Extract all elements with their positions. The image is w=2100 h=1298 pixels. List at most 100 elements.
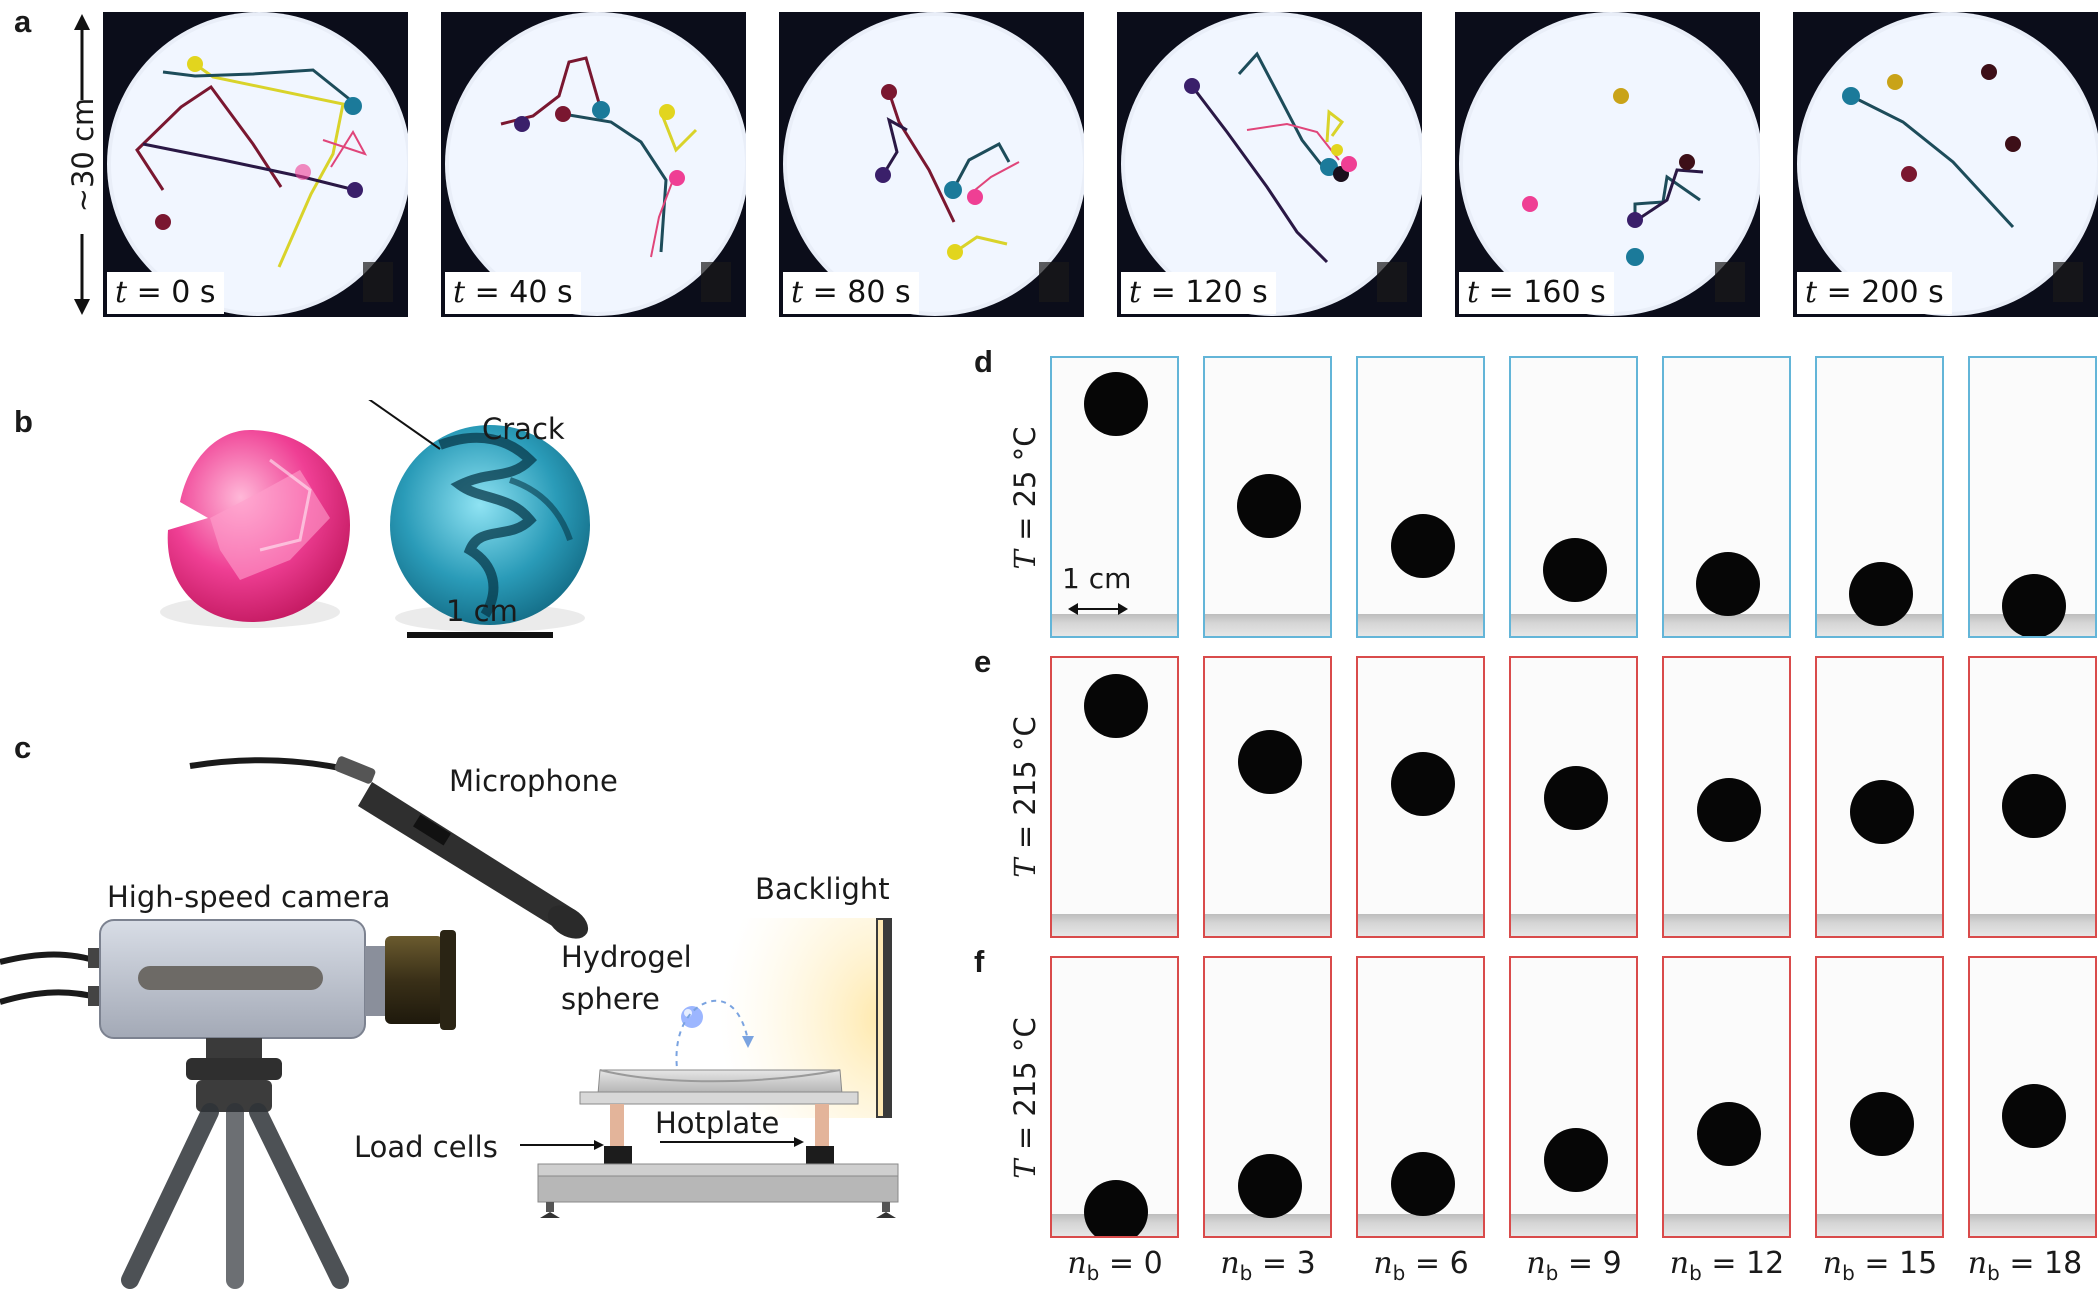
bounce-frame-d-15 xyxy=(1815,356,1944,638)
microphone-icon xyxy=(189,756,589,939)
bounce-frame-d-18 xyxy=(1968,356,2097,638)
microphone-label: Microphone xyxy=(449,764,618,798)
sphere xyxy=(881,84,897,100)
tracking-frame-5: t = 160 s xyxy=(1455,12,1760,317)
trajectory xyxy=(142,142,356,192)
scale-arrow-d xyxy=(1068,603,1128,615)
bounce-count-label: nb = 12 xyxy=(1669,1246,1785,1285)
panel-label-b: b xyxy=(14,404,33,439)
bounce-frame-f-3 xyxy=(1203,956,1332,1238)
hydrogel-sphere-icon xyxy=(675,999,754,1077)
crack-label: Crack xyxy=(482,412,565,446)
trajectory xyxy=(135,84,283,191)
bounce-frame-f-0 xyxy=(1050,956,1179,1238)
crack-pointer xyxy=(368,400,441,450)
dish-image xyxy=(1459,12,1760,316)
tracking-frame-4: t = 120 s xyxy=(1117,12,1422,317)
scale-label-1cm: 1 cm xyxy=(446,594,518,628)
load-cells-label: Load cells xyxy=(354,1130,498,1164)
panel-label-c: c xyxy=(14,730,32,765)
trajectory xyxy=(951,141,1011,191)
bounce-frame-f-9 xyxy=(1509,956,1638,1238)
bounce-frame-f-15 xyxy=(1815,956,1944,1238)
bounce-frame-e-15 xyxy=(1815,656,1944,938)
tracking-frame-2: t = 40 s xyxy=(441,12,746,317)
sphere xyxy=(592,101,610,119)
sphere xyxy=(1679,154,1695,170)
scale-label-30cm: ~30 cm xyxy=(66,97,100,213)
bounce-frame-d-9 xyxy=(1509,356,1638,638)
high-speed-camera-icon xyxy=(0,919,456,1289)
dish-image xyxy=(783,12,1084,316)
row-label-f: T = 215 °C xyxy=(1008,1017,1042,1179)
load-cell-arrows xyxy=(520,1137,804,1150)
trajectory xyxy=(1190,85,1329,264)
trajectory xyxy=(162,68,354,104)
sphere xyxy=(659,104,675,120)
bounce-frame-d-6 xyxy=(1356,356,1485,638)
sphere xyxy=(155,214,171,230)
trajectory xyxy=(659,111,698,153)
bounce-frame-d-3 xyxy=(1203,356,1332,638)
bounce-count-label: nb = 0 xyxy=(1067,1246,1163,1285)
sphere xyxy=(947,244,963,260)
tracking-frame-6: t = 200 s xyxy=(1793,12,2098,317)
camera-label: High-speed camera xyxy=(107,880,391,914)
cyan-sphere xyxy=(390,425,590,625)
panel-label-a: a xyxy=(14,4,32,39)
backlight-label: Backlight xyxy=(755,872,890,906)
panel-label-d: d xyxy=(974,344,993,379)
sphere xyxy=(1626,248,1644,266)
row-label-d: T = 25 °C xyxy=(1008,426,1042,570)
sphere xyxy=(875,167,891,183)
trajectory xyxy=(500,56,603,126)
cracked-hydrogel-spheres xyxy=(160,400,590,632)
sphere xyxy=(1341,156,1357,172)
trajectory xyxy=(954,235,1008,254)
trajectory xyxy=(887,91,956,223)
sphere xyxy=(669,170,685,186)
time-label: t = 120 s xyxy=(1121,272,1276,314)
sphere xyxy=(1613,88,1629,104)
trajectory xyxy=(1246,122,1340,161)
sphere xyxy=(1627,212,1643,228)
sphere xyxy=(295,164,311,180)
sphere xyxy=(1842,87,1860,105)
tracking-frame-3: t = 80 s xyxy=(779,12,1084,317)
sphere xyxy=(555,106,571,122)
time-label: t = 160 s xyxy=(1459,272,1614,314)
sphere xyxy=(1331,144,1343,156)
bounce-count-label: nb = 6 xyxy=(1373,1246,1469,1285)
trajectory xyxy=(974,161,1020,191)
scale-label-d: 1 cm xyxy=(1062,562,1132,595)
panel-label-f: f xyxy=(974,944,985,979)
scale-arrow-30cm xyxy=(74,14,90,315)
bounce-frame-d-0 xyxy=(1050,356,1179,638)
panel-label-e: e xyxy=(974,644,992,679)
trajectory xyxy=(322,130,368,168)
trajectory xyxy=(1237,51,1329,173)
time-label: t = 80 s xyxy=(783,272,919,314)
row-label-e: T = 215 °C xyxy=(1008,716,1042,878)
experimental-setup-illustration xyxy=(0,756,899,1289)
trajectory xyxy=(650,179,674,258)
tracking-frame-1: t = 0 s xyxy=(103,12,408,317)
bounce-frame-f-18 xyxy=(1968,956,2097,1238)
sphere xyxy=(514,116,530,132)
time-label: t = 40 s xyxy=(445,272,581,314)
trajectory xyxy=(1636,168,1704,222)
bounce-frame-e-9 xyxy=(1509,656,1638,938)
sphere xyxy=(347,182,363,198)
sphere xyxy=(1522,196,1538,212)
hotplate-label: Hotplate xyxy=(655,1106,780,1140)
dish-image xyxy=(1797,12,2098,316)
sphere xyxy=(1184,78,1200,94)
bounce-frame-f-6 xyxy=(1356,956,1485,1238)
sphere xyxy=(1887,74,1903,90)
hotplate-stage-icon xyxy=(537,1069,899,1218)
time-label: t = 200 s xyxy=(1797,272,1952,314)
bounce-frame-d-12 xyxy=(1662,356,1791,638)
sphere xyxy=(1901,166,1917,182)
dish-image xyxy=(107,12,408,316)
bounce-count-label: nb = 9 xyxy=(1526,1246,1622,1285)
